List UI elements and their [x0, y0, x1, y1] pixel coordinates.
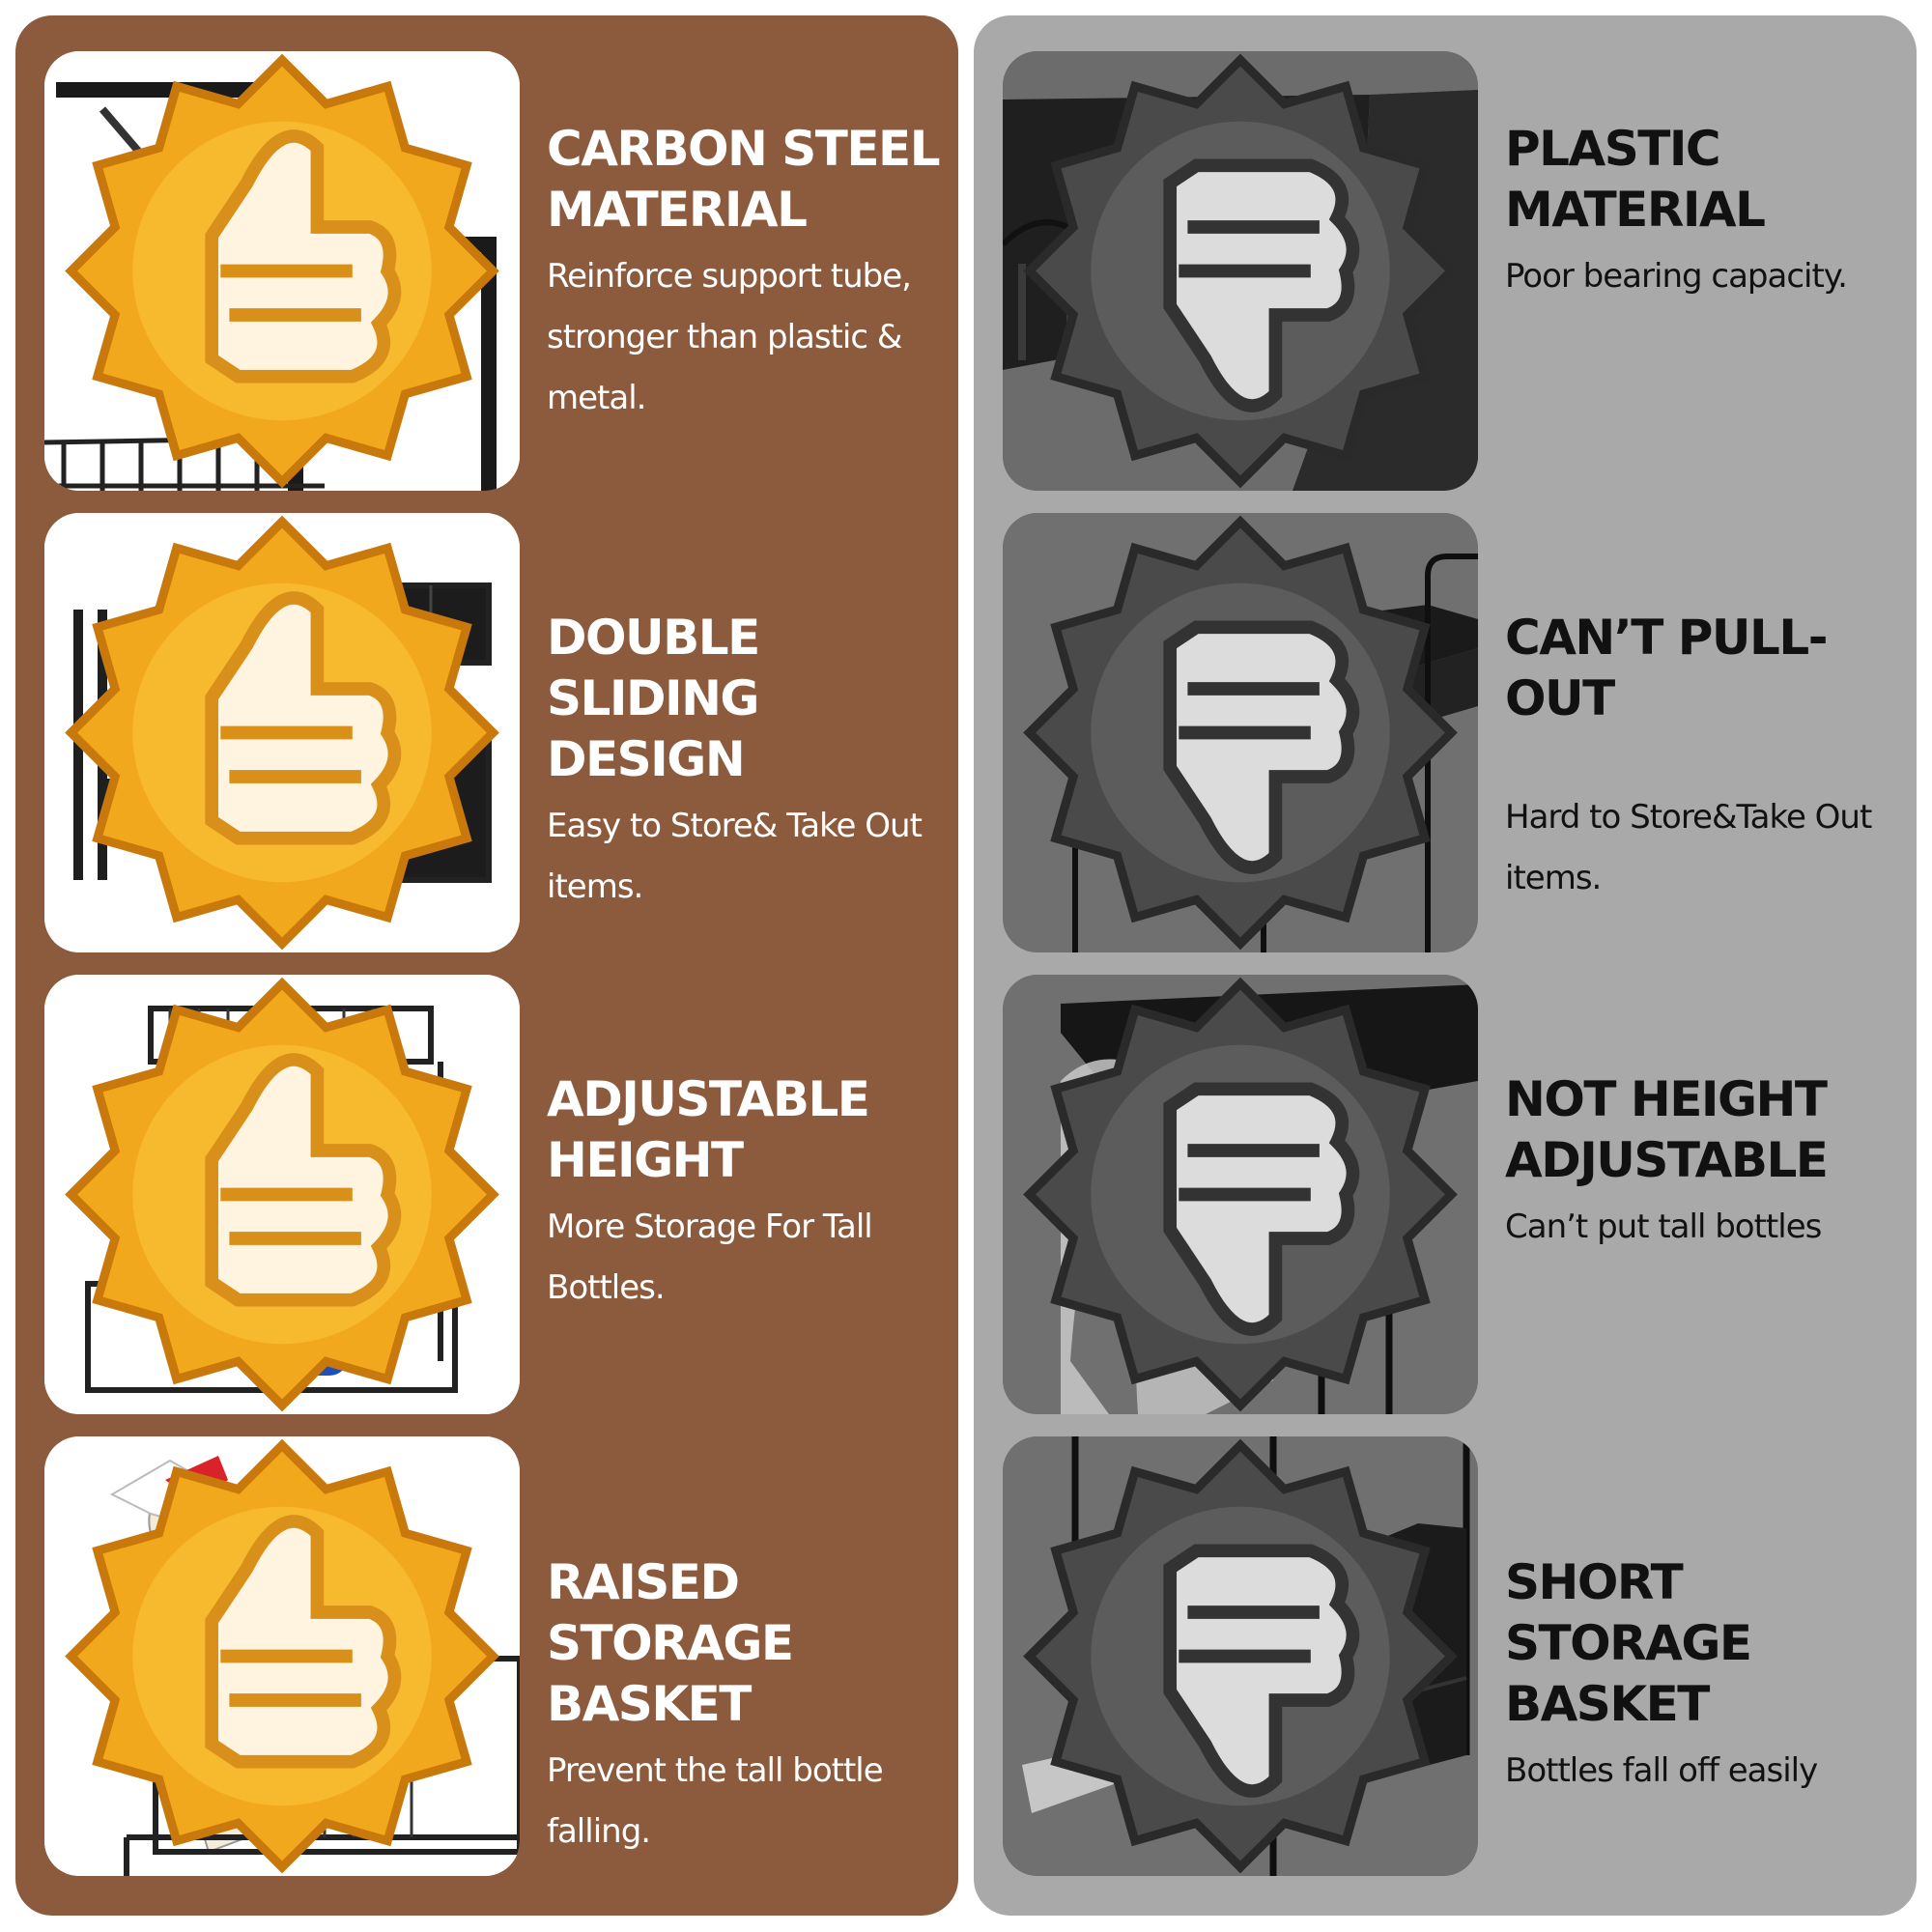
cons-panel: PLASTIC MATERIAL Poor bearing capacity.	[974, 15, 1917, 1916]
double-sliding-image	[44, 513, 520, 952]
pro-title: RAISED STORAGE BASKET	[547, 1554, 794, 1732]
con-text-1: PLASTIC MATERIAL Poor bearing capacity.	[1505, 119, 1911, 307]
pro-row-raised-basket: RAISED STORAGE BASKET Prevent the tall b…	[44, 1436, 933, 1876]
thumbs-up-icon	[65, 53, 499, 489]
pro-description: More Storage For Tall Bottles.	[547, 1208, 873, 1307]
con-title: PLASTIC MATERIAL	[1505, 121, 1766, 238]
pro-description: Prevent the tall bottle falling.	[547, 1751, 884, 1851]
pro-title: DOUBLE SLIDING DESIGN	[547, 610, 760, 787]
con-row-cant-pull-out: CAN’T PULL-OUT Hard to Store&Take Out it…	[1003, 513, 1891, 952]
pro-title: ADJUSTABLE HEIGHT	[547, 1071, 870, 1188]
pro-title: CARBON STEEL MATERIAL	[547, 121, 941, 238]
con-row-plastic: PLASTIC MATERIAL Poor bearing capacity.	[1003, 51, 1891, 491]
thumbs-down-icon	[1023, 977, 1458, 1412]
pro-description: Easy to Store& Take Out items.	[547, 807, 923, 906]
not-height-adjustable-image	[1003, 975, 1478, 1414]
con-title: NOT HEIGHT ADJUSTABLE	[1505, 1071, 1829, 1188]
con-title: CAN’T PULL-OUT	[1505, 610, 1828, 726]
thumbs-up-icon	[65, 1438, 499, 1874]
pro-text-4: RAISED STORAGE BASKET Prevent the tall b…	[547, 1552, 952, 1862]
pros-panel: CARBON STEEL MATERIAL Reinforce support …	[15, 15, 958, 1916]
short-basket-image	[1003, 1436, 1478, 1876]
adjustable-height-image	[44, 975, 520, 1414]
pro-text-2: DOUBLE SLIDING DESIGN Easy to Store& Tak…	[547, 608, 952, 918]
cant-pull-out-image	[1003, 513, 1478, 952]
con-description: Can’t put tall bottles	[1505, 1208, 1822, 1246]
con-row-short-basket: SHORT STORAGE BASKET Bottles fall off ea…	[1003, 1436, 1891, 1876]
thumbs-down-icon	[1023, 53, 1458, 489]
con-description: Poor bearing capacity.	[1505, 257, 1848, 296]
pro-description: Reinforce support tube, stronger than pl…	[547, 257, 912, 417]
plastic-material-image	[1003, 51, 1478, 491]
con-title: SHORT STORAGE BASKET	[1505, 1554, 1752, 1732]
thumbs-up-icon	[65, 977, 499, 1412]
pro-row-carbon-steel: CARBON STEEL MATERIAL Reinforce support …	[44, 51, 941, 491]
pro-row-adjustable-height: ADJUSTABLE HEIGHT More Storage For Tall …	[44, 975, 933, 1414]
pro-text-3: ADJUSTABLE HEIGHT More Storage For Tall …	[547, 1069, 952, 1319]
con-row-not-height-adjustable: NOT HEIGHT ADJUSTABLE Can’t put tall bot…	[1003, 975, 1891, 1414]
thumbs-down-icon	[1023, 515, 1458, 951]
con-text-3: NOT HEIGHT ADJUSTABLE Can’t put tall bot…	[1505, 1069, 1911, 1258]
thumbs-down-icon	[1023, 1438, 1458, 1874]
thumbs-up-icon	[65, 515, 499, 951]
con-description: Hard to Store&Take Out items.	[1505, 798, 1872, 897]
con-description: Bottles fall off easily	[1505, 1751, 1818, 1790]
carbon-steel-image	[44, 51, 520, 491]
pro-text-1: CARBON STEEL MATERIAL Reinforce support …	[547, 119, 952, 429]
con-text-2: CAN’T PULL-OUT Hard to Store&Take Out it…	[1505, 608, 1911, 909]
raised-basket-image	[44, 1436, 520, 1876]
con-text-4: SHORT STORAGE BASKET Bottles fall off ea…	[1505, 1552, 1911, 1802]
pro-row-double-sliding: DOUBLE SLIDING DESIGN Easy to Store& Tak…	[44, 513, 933, 952]
